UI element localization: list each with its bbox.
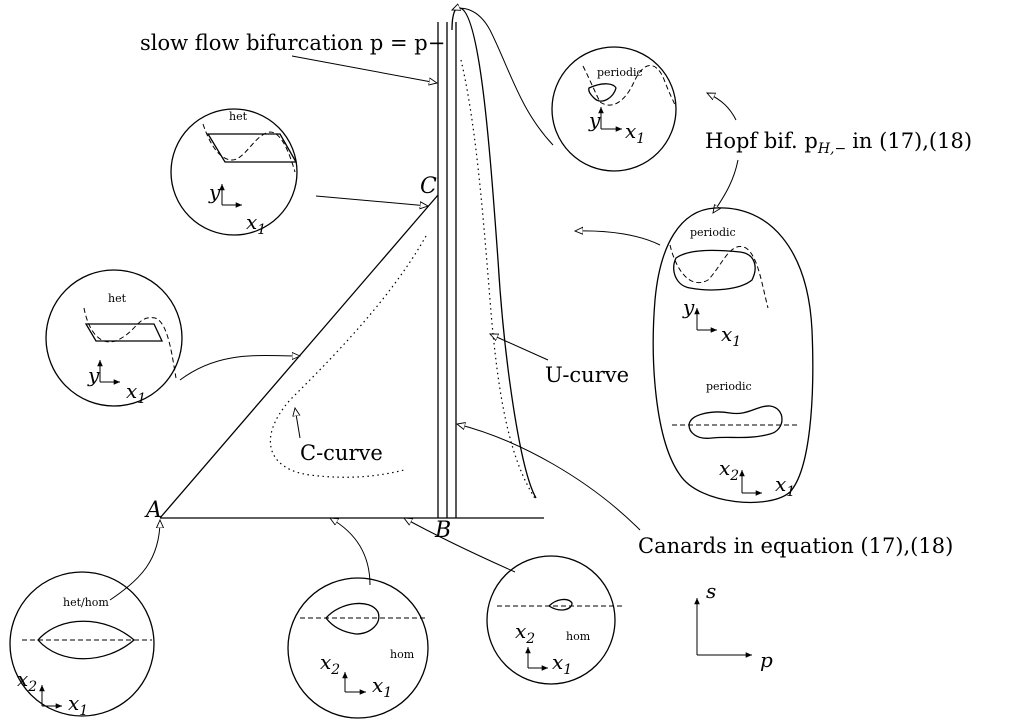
slow-flow-arrow <box>291 55 437 83</box>
inset-periodic-top-label: periodic <box>597 66 643 79</box>
axis-x1: x1 <box>126 379 146 407</box>
annotations: slow flow bifurcation p = p− Hopf bif. p… <box>109 8 972 601</box>
hom-right-arrow <box>404 518 516 573</box>
het-top-arrow <box>315 195 428 206</box>
axis-y: y <box>87 363 100 387</box>
inset-periodic-right-label-2: periodic <box>706 380 752 393</box>
axis-x1: x1 <box>721 322 741 350</box>
axis-x1: x1 <box>372 673 392 701</box>
inset-het-top: het y x1 <box>170 108 298 238</box>
edge-ac <box>159 194 439 519</box>
axis-x1: x1 <box>68 691 88 719</box>
inset-periodic-top: periodic y x1 <box>551 46 677 172</box>
het-mid-arrow <box>179 356 300 381</box>
point-a-label: A <box>144 498 162 523</box>
c-curve-dotted <box>269 235 427 478</box>
axis-p: p <box>760 648 773 672</box>
axis-x2: x2 <box>515 619 535 647</box>
inset-het-hom: het/hom x2 x1 <box>9 571 155 719</box>
inset-hom-mid: hom x2 x1 <box>287 577 429 719</box>
canards-label: Canards in equation (17),(18) <box>638 534 953 558</box>
hopf-label: Hopf bif. pH,−in (17),(18) <box>705 129 972 157</box>
inset-het-mid: het y x1 <box>45 269 183 407</box>
axis-x2: x2 <box>320 650 340 678</box>
axis-x1: x1 <box>625 119 645 147</box>
inset-periodic-right: periodic y x1 periodic x2 x1 <box>652 207 814 504</box>
inset-hom-right-label: hom <box>566 630 591 643</box>
c-curve-arrow <box>295 408 300 439</box>
top-loop <box>451 7 537 499</box>
global-axes: s p <box>694 579 773 672</box>
axis-y: y <box>682 295 695 319</box>
slow-flow-label: slow flow bifurcation p = p− <box>140 31 445 55</box>
periodic-right-arrow <box>575 231 661 246</box>
hopf-arrow-down <box>713 159 739 213</box>
axis-x1: x1 <box>552 650 572 678</box>
point-c-label: C <box>420 174 437 199</box>
het-hom-arrow <box>109 520 160 601</box>
axis-s: s <box>706 579 716 603</box>
axis-y: y <box>208 180 221 204</box>
hopf-arrow-up <box>707 93 737 121</box>
inset-periodic-right-label-1: periodic <box>690 226 736 239</box>
inset-het-hom-label: het/hom <box>63 596 109 609</box>
u-curve-arrow <box>490 333 549 361</box>
axis-x1: x1 <box>246 210 266 238</box>
hom-mid-arrow <box>330 518 371 586</box>
u-curve-dotted <box>460 59 537 501</box>
inset-het-mid-label: het <box>108 292 127 305</box>
axis-y: y <box>588 108 601 132</box>
canards-arrow <box>457 424 641 531</box>
inset-hom-mid-label: hom <box>390 648 415 661</box>
axis-x1: x1 <box>775 472 795 500</box>
periodic-top-arrow <box>452 8 554 146</box>
inset-hom-right: hom x2 x1 <box>486 555 622 685</box>
inset-het-top-label: het <box>229 110 248 123</box>
u-curve-label: U-curve <box>545 363 629 387</box>
axis-x2: x2 <box>719 456 739 484</box>
axis-x2: x2 <box>17 667 37 695</box>
c-curve-label: C-curve <box>300 441 383 465</box>
point-b-label: B <box>434 518 451 543</box>
